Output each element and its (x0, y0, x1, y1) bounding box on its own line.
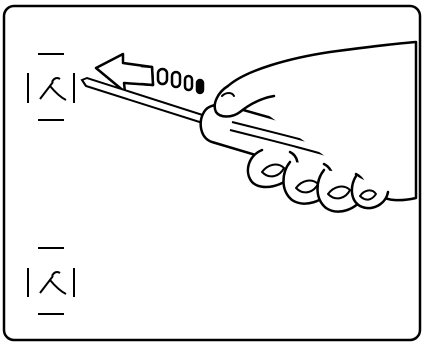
motion-dash-1 (158, 69, 167, 84)
motion-dash-4 (197, 80, 203, 93)
motion-dash-3 (185, 76, 192, 90)
arrow-shaft-end (141, 66, 153, 85)
motion-dash-2 (172, 72, 180, 87)
